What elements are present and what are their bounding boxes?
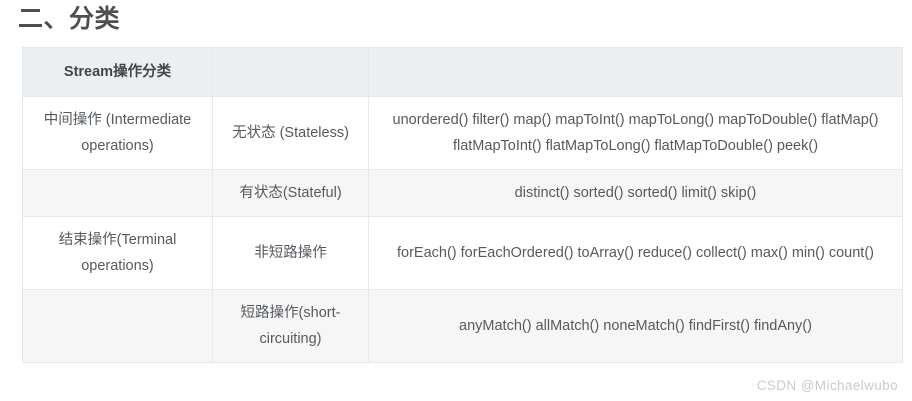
cell-category — [22, 169, 213, 217]
stream-operations-table: Stream操作分类 中间操作 (Intermediate operations… — [22, 47, 903, 363]
stream-table-container: Stream操作分类 中间操作 (Intermediate operations… — [22, 47, 903, 363]
table-row: 有状态(Stateful) distinct() sorted() sorted… — [22, 169, 903, 217]
cell-subtype: 非短路操作 — [212, 216, 369, 290]
table-row: 短路操作(short-circuiting) anyMatch() allMat… — [22, 289, 903, 363]
table-body: 中间操作 (Intermediate operations) 无状态 (Stat… — [22, 96, 903, 363]
column-header-category: Stream操作分类 — [22, 47, 213, 97]
column-header-subtype — [212, 47, 369, 97]
cell-category: 中间操作 (Intermediate operations) — [22, 96, 213, 170]
table-row: 结束操作(Terminal operations) 非短路操作 forEach(… — [22, 216, 903, 290]
cell-operations: unordered() filter() map() mapToInt() ma… — [368, 96, 903, 170]
cell-operations: distinct() sorted() sorted() limit() ski… — [368, 169, 903, 217]
cell-category: 结束操作(Terminal operations) — [22, 216, 213, 290]
cell-operations: forEach() forEachOrdered() toArray() red… — [368, 216, 903, 290]
table-row: 中间操作 (Intermediate operations) 无状态 (Stat… — [22, 96, 903, 170]
table-header: Stream操作分类 — [22, 47, 903, 97]
cell-subtype: 无状态 (Stateless) — [212, 96, 369, 170]
cell-operations: anyMatch() allMatch() noneMatch() findFi… — [368, 289, 903, 363]
cell-subtype: 有状态(Stateful) — [212, 169, 369, 217]
cell-subtype: 短路操作(short-circuiting) — [212, 289, 369, 363]
cell-category — [22, 289, 213, 363]
page-title: 二、分类 — [18, 5, 121, 33]
column-header-operations — [368, 47, 903, 97]
table-header-row: Stream操作分类 — [22, 47, 903, 97]
csdn-watermark: CSDN @Michaelwubo — [756, 378, 898, 393]
